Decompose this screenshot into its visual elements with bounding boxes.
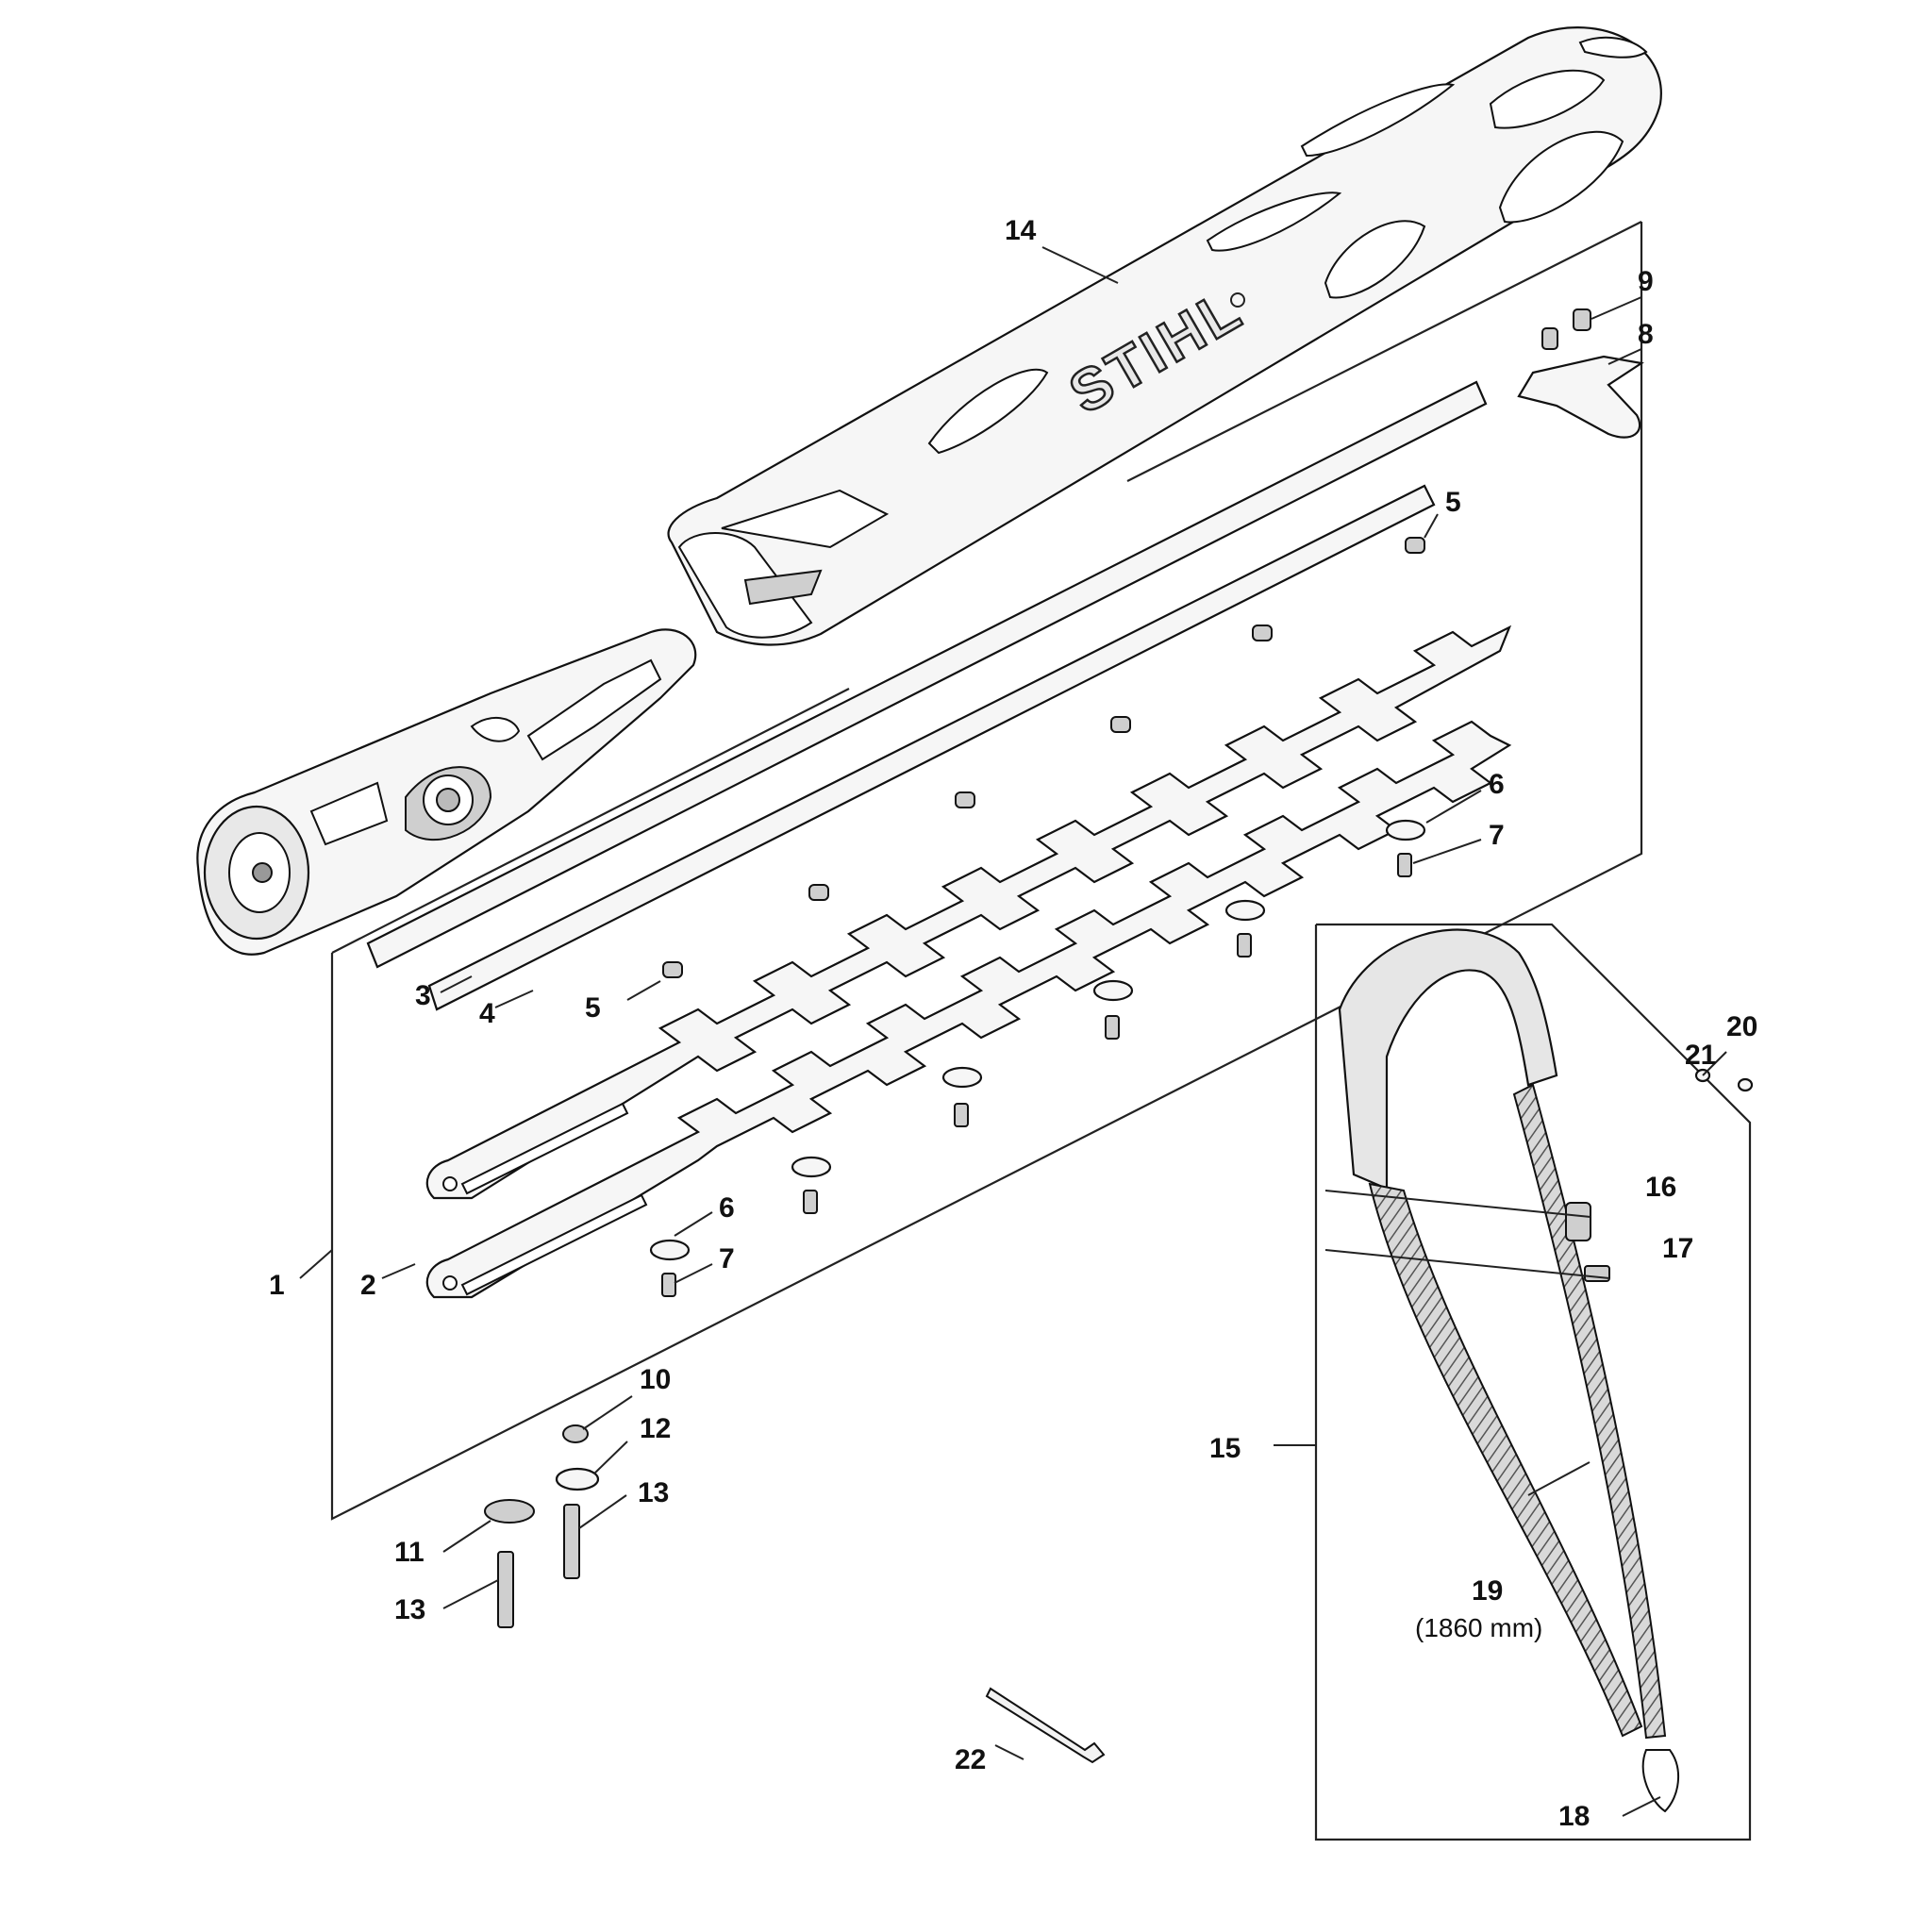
blade-tip-guard [1517,355,1644,439]
callout-15: 15 [1209,1433,1241,1464]
callout-1: 1 [269,1270,285,1301]
callout-17: 17 [1662,1233,1693,1264]
cutting-blade-lower [425,720,1512,1299]
callout-5-lower: 5 [585,992,601,1024]
gear-housing [196,628,697,956]
callout-labels: 14 9 8 5 6 7 3 4 5 1 2 6 7 10 12 13 11 1… [269,215,1757,1832]
callout-6-upper: 6 [1489,769,1505,800]
callout-12: 12 [640,1413,671,1444]
callout-10: 10 [640,1364,671,1395]
callout-8: 8 [1638,319,1654,350]
callout-20: 20 [1726,1011,1757,1042]
callout-22: 22 [955,1744,986,1775]
washers [649,819,1426,1261]
cutting-blade-upper [425,625,1512,1200]
callout-16: 16 [1645,1172,1676,1203]
callout-19: 19 [1472,1575,1503,1607]
screws [661,853,1412,1297]
callout-4: 4 [479,998,495,1029]
shoulder-strap [1338,928,1754,1813]
strap-length-note: (1860 mm) [1415,1613,1542,1642]
callout-7-lower: 7 [719,1243,735,1274]
leader-lines [299,246,1727,1817]
blade-slots [442,1102,648,1296]
blade-scabbard: STIHL [667,26,1662,646]
tip-guard-screws [1541,308,1591,350]
callout-21: 21 [1685,1040,1716,1071]
blade-bar-lower [427,484,1436,1011]
spacer-sleeves [662,537,1425,978]
callout-3: 3 [415,980,431,1011]
strap-frame [1314,923,1752,1841]
callout-7-upper: 7 [1489,820,1505,851]
callout-5-upper: 5 [1445,487,1461,518]
callout-6-lower: 6 [719,1192,735,1224]
callout-9: 9 [1638,266,1654,297]
small-hardware [484,1424,600,1628]
assembly-frame [330,221,1643,1521]
callout-14: 14 [1005,215,1037,246]
hex-key [985,1687,1106,1764]
callout-13-left: 13 [394,1594,425,1625]
blade-bar-upper [366,380,1488,969]
callout-2: 2 [360,1270,376,1301]
callout-13-right: 13 [638,1477,669,1508]
callout-18: 18 [1558,1801,1590,1832]
callout-11: 11 [394,1537,425,1568]
